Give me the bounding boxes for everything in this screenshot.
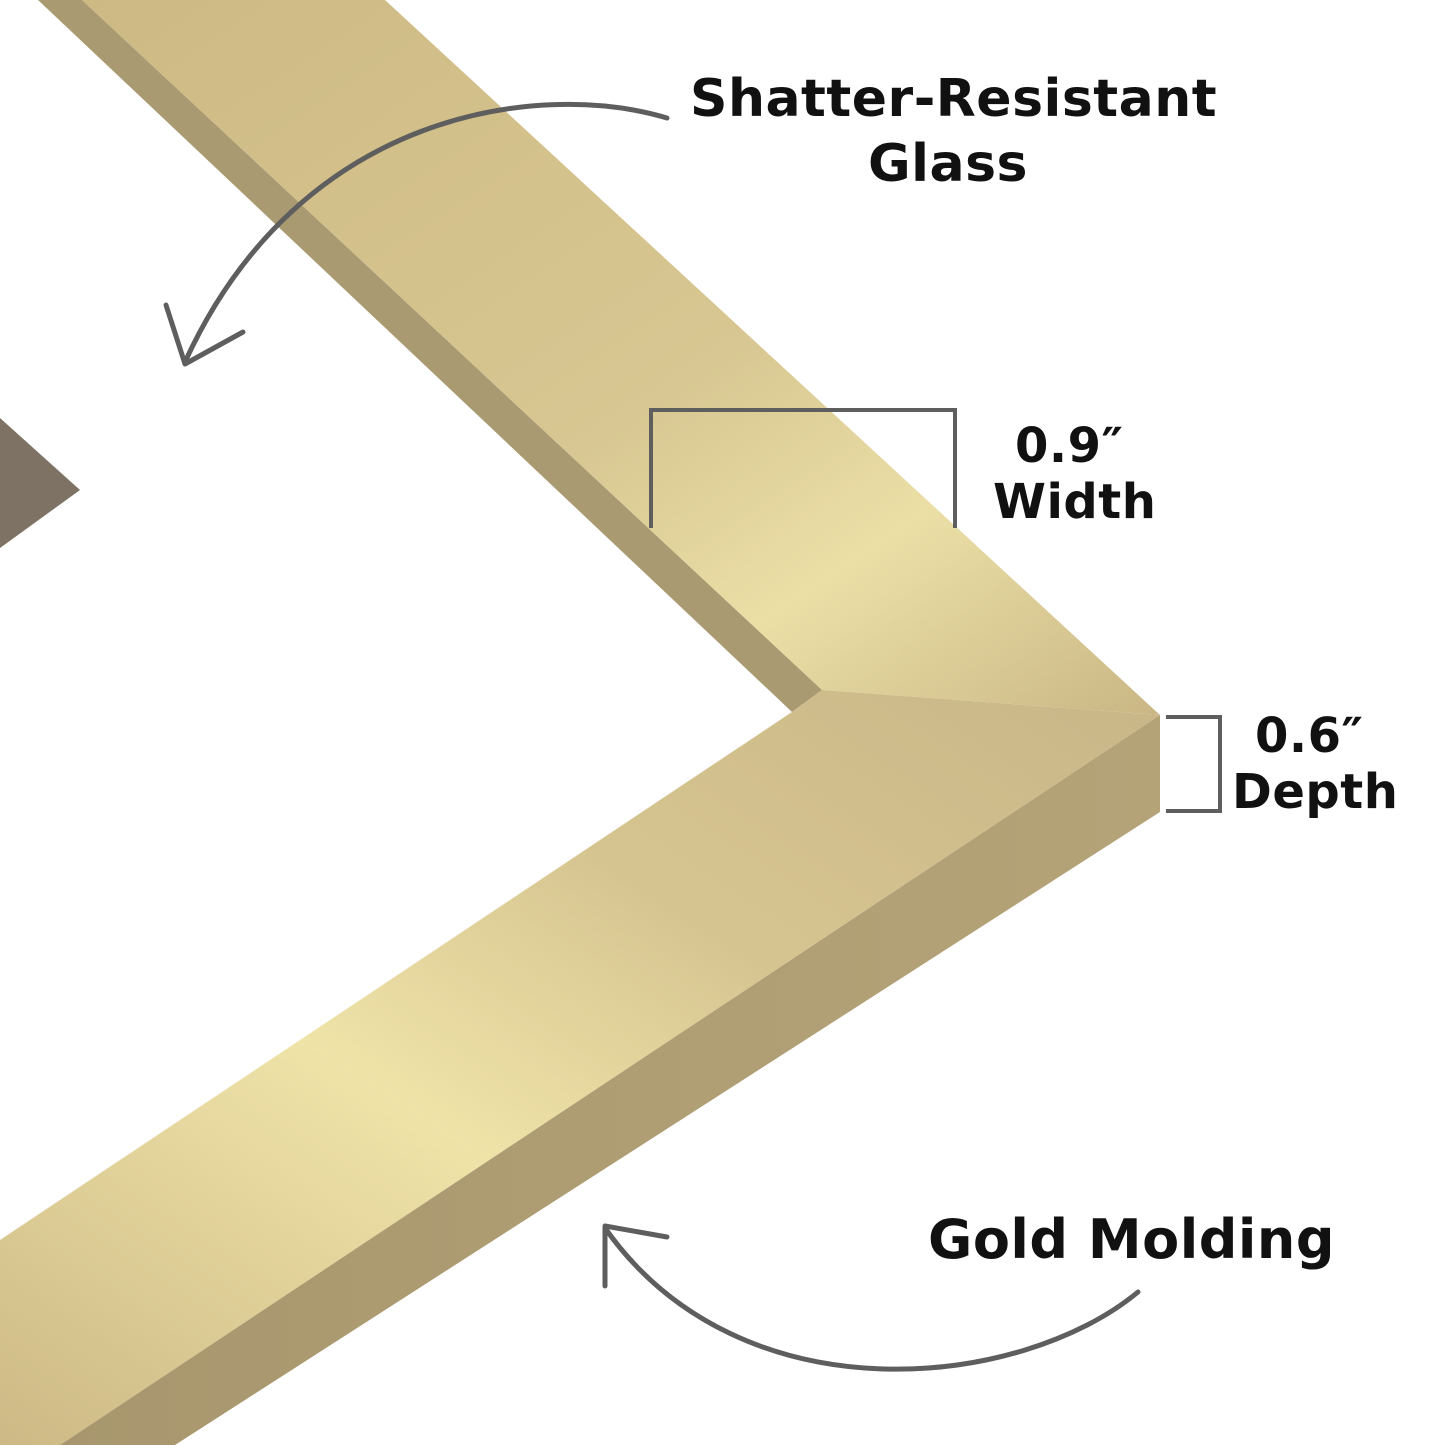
width-value: 0.9″	[1015, 418, 1124, 474]
depth-bracket	[1166, 715, 1222, 813]
depth-value: 0.6″	[1255, 708, 1364, 764]
width-bracket	[649, 408, 957, 528]
artwork-backing	[0, 418, 80, 548]
frame-inner-bevel	[38, 0, 822, 712]
glass-arrow	[182, 101, 670, 365]
molding-arrow	[602, 1225, 1141, 1372]
frame-side-face	[60, 715, 1160, 1445]
molding-arrowhead-icon	[602, 1223, 670, 1289]
glass-label-line1: Shatter-Resistant	[690, 69, 1218, 129]
width-label: Width	[993, 474, 1157, 530]
glass-label-line2: Glass	[868, 134, 1028, 194]
depth-label: Depth	[1232, 764, 1399, 820]
frame-upper-face	[82, 0, 1160, 715]
glass-arrowhead-icon	[163, 302, 246, 367]
frame-lower-face	[0, 690, 1160, 1445]
molding-label: Gold Molding	[928, 1208, 1335, 1271]
